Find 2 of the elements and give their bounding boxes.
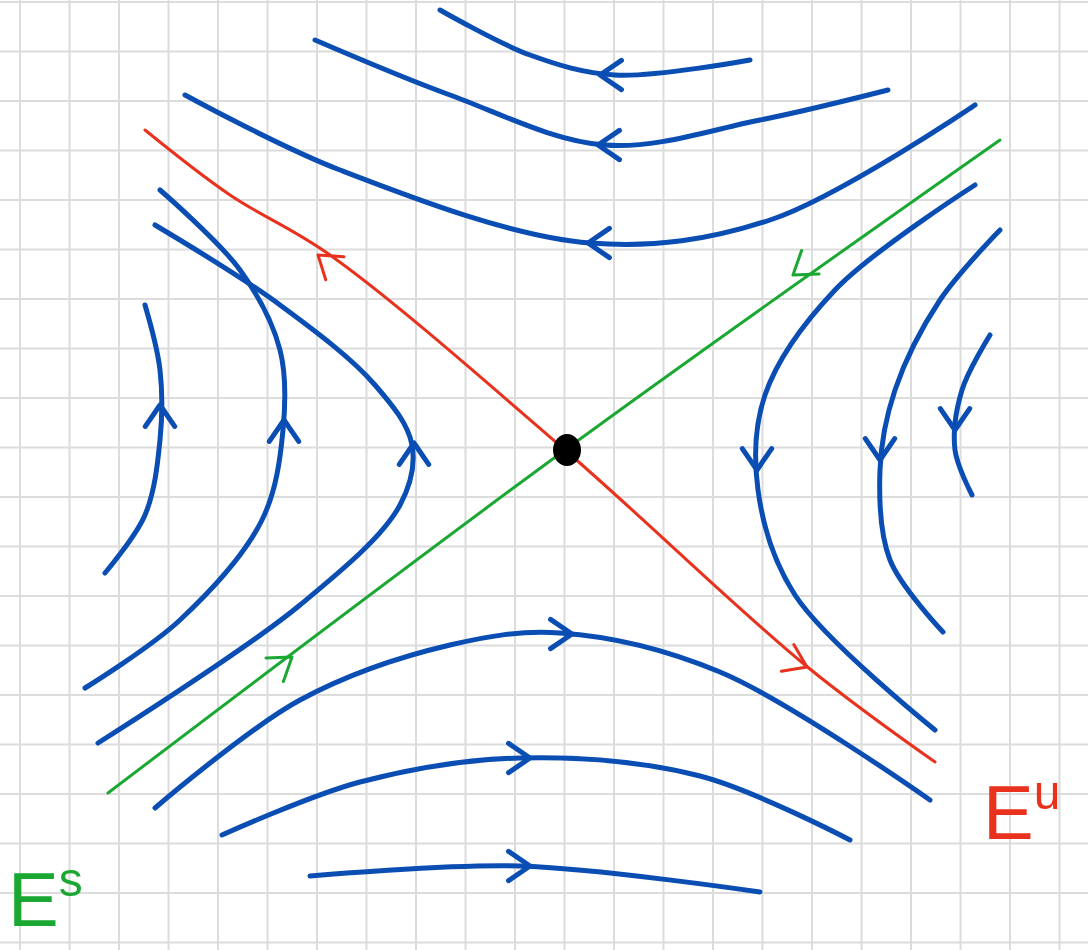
subspace-label: E$^{u}$ bbox=[983, 775, 1061, 851]
subspace-label: E$^{s}$ bbox=[8, 862, 83, 938]
